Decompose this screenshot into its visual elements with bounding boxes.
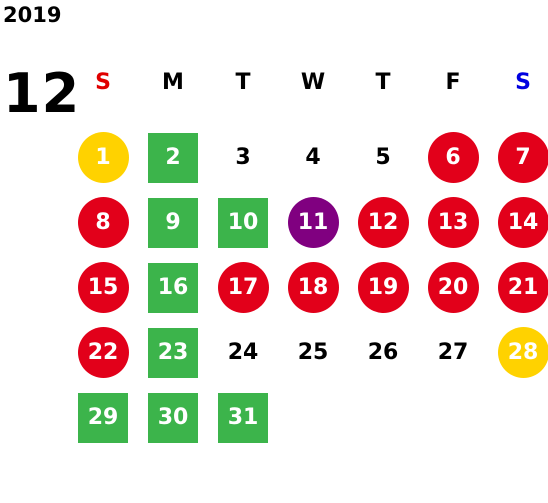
weekday-sunday: S (95, 70, 111, 95)
day-cell[interactable]: 5 (348, 125, 418, 190)
day-cell (418, 385, 488, 450)
weekday-tuesday: T (235, 70, 251, 95)
day-cell[interactable]: 23 (138, 320, 208, 385)
day-cell[interactable]: 24 (208, 320, 278, 385)
day-cell[interactable]: 25 (278, 320, 348, 385)
day-number[interactable]: 27 (437, 340, 469, 365)
day-number[interactable]: 8 (77, 197, 129, 248)
day-cell[interactable]: 26 (348, 320, 418, 385)
day-number[interactable]: 1 (77, 132, 129, 183)
day-number[interactable]: 10 (218, 197, 268, 248)
day-cell[interactable]: 28 (488, 320, 548, 385)
day-cell[interactable]: 19 (348, 255, 418, 320)
weekday-monday: M (162, 70, 184, 95)
day-cell[interactable]: 31 (208, 385, 278, 450)
weekday-thursday: T (375, 70, 391, 95)
day-number[interactable]: 22 (77, 327, 129, 378)
day-number[interactable]: 30 (148, 392, 198, 443)
day-number[interactable]: 24 (227, 340, 259, 365)
day-number[interactable]: 2 (148, 132, 198, 183)
day-cell[interactable]: 27 (418, 320, 488, 385)
day-number[interactable]: 23 (148, 327, 198, 378)
day-number[interactable]: 31 (218, 392, 268, 443)
day-cell[interactable]: 21 (488, 255, 548, 320)
day-number[interactable]: 6 (427, 132, 479, 183)
month-label: 12 (3, 62, 81, 125)
day-number[interactable]: 5 (375, 145, 391, 170)
day-number[interactable]: 29 (78, 392, 128, 443)
day-cell[interactable]: 12 (348, 190, 418, 255)
day-number[interactable]: 26 (367, 340, 399, 365)
weekday-friday: F (445, 70, 461, 95)
day-cell (278, 385, 348, 450)
day-cell (348, 385, 418, 450)
year-label: 2019 (3, 3, 62, 27)
day-cell[interactable]: 10 (208, 190, 278, 255)
day-cell[interactable]: 15 (68, 255, 138, 320)
day-cell[interactable]: 1 (68, 125, 138, 190)
day-cell[interactable]: 18 (278, 255, 348, 320)
weekday-wednesday: W (300, 70, 326, 95)
day-number[interactable]: 20 (427, 262, 479, 313)
day-cell[interactable]: 3 (208, 125, 278, 190)
day-cell[interactable]: 29 (68, 385, 138, 450)
day-number[interactable]: 7 (497, 132, 548, 183)
day-number[interactable]: 17 (217, 262, 269, 313)
day-cell[interactable]: 7 (488, 125, 548, 190)
day-number[interactable]: 15 (77, 262, 129, 313)
day-cell[interactable]: 4 (278, 125, 348, 190)
day-cell[interactable]: 2 (138, 125, 208, 190)
day-cell[interactable]: 20 (418, 255, 488, 320)
day-number[interactable]: 13 (427, 197, 479, 248)
day-number[interactable]: 25 (297, 340, 329, 365)
day-cell[interactable]: 14 (488, 190, 548, 255)
weekday-saturday: S (515, 70, 531, 95)
day-cell[interactable]: 9 (138, 190, 208, 255)
day-number[interactable]: 21 (497, 262, 548, 313)
day-number[interactable]: 12 (357, 197, 409, 248)
day-number[interactable]: 16 (148, 262, 198, 313)
day-number[interactable]: 9 (148, 197, 198, 248)
day-cell[interactable]: 30 (138, 385, 208, 450)
day-cell[interactable]: 11 (278, 190, 348, 255)
day-number[interactable]: 14 (497, 197, 548, 248)
day-cell (488, 385, 548, 450)
day-number[interactable]: 19 (357, 262, 409, 313)
day-cell[interactable]: 16 (138, 255, 208, 320)
day-cell[interactable]: 22 (68, 320, 138, 385)
day-cell[interactable]: 13 (418, 190, 488, 255)
day-number[interactable]: 3 (235, 145, 251, 170)
day-cell[interactable]: 6 (418, 125, 488, 190)
day-cell[interactable]: 8 (68, 190, 138, 255)
day-number[interactable]: 11 (287, 197, 339, 248)
day-number[interactable]: 18 (287, 262, 339, 313)
day-number[interactable]: 4 (305, 145, 321, 170)
day-cell[interactable]: 17 (208, 255, 278, 320)
day-number[interactable]: 28 (497, 327, 548, 378)
